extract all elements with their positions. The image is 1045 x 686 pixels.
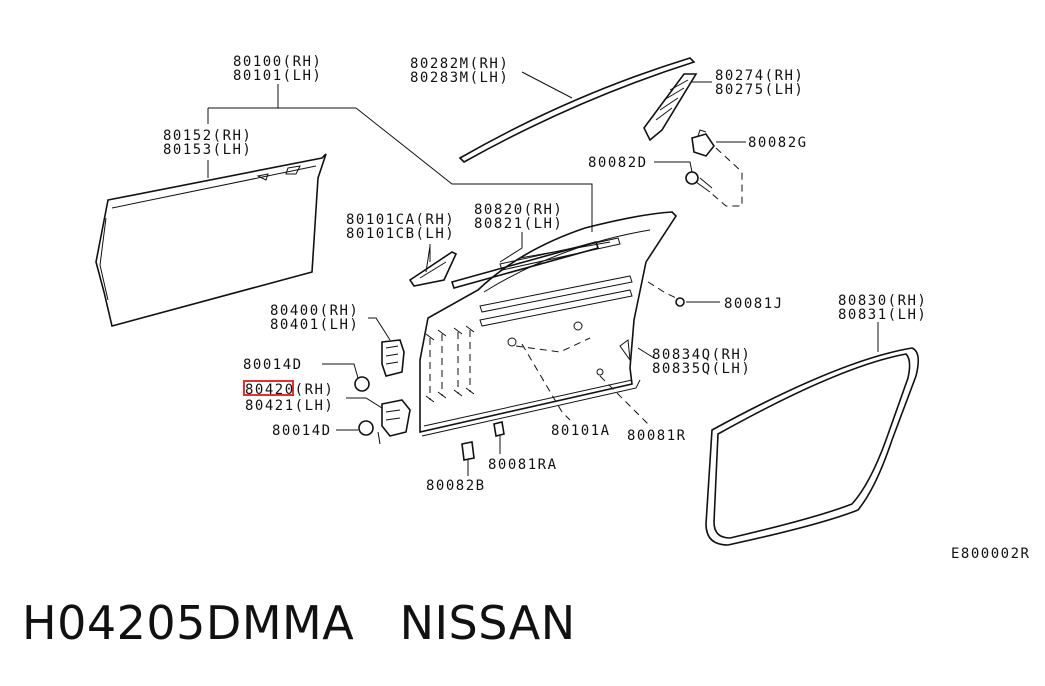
label-80821: 80821(LH) (474, 216, 563, 232)
label-80101: 80101(LH) (233, 68, 322, 84)
plug-80082b (461, 441, 475, 461)
door-weatherstrip (705, 347, 920, 546)
label-80820: 80820(RH) (474, 202, 563, 218)
label-80830: 80830(RH) (838, 293, 927, 309)
hinge-lower (358, 399, 411, 445)
diagram-code: E800002R (951, 546, 1030, 562)
label-80081j: 80081J (724, 296, 784, 312)
label-80831: 80831(LH) (838, 307, 927, 323)
label-80082d: 80082D (588, 155, 648, 171)
label-80152: 80152(RH) (163, 128, 252, 144)
label-80834q: 80834Q(RH) (652, 347, 751, 363)
leader-lines (207, 71, 879, 476)
part-number: H04205DMMA (22, 596, 355, 650)
label-80014d-top: 80014D (243, 357, 303, 373)
brand-name: NISSAN (399, 596, 576, 650)
label-80420: 80420(RH) (245, 382, 334, 398)
label-80101cb: 80101CB(LH) (346, 226, 455, 242)
door-parts-diagram: 80100(RH) 80101(LH) 80152(RH) 80153(LH) … (95, 54, 1030, 562)
label-80275: 80275(LH) (715, 82, 804, 98)
label-80082b: 80082B (426, 478, 486, 494)
caption: H04205DMMA NISSAN (22, 596, 576, 650)
label-80401: 80401(LH) (270, 317, 359, 333)
label-80100: 80100(RH) (233, 54, 322, 70)
grommet-80081j (675, 297, 685, 307)
label-80421: 80421(LH) (245, 398, 334, 414)
corner-finisher (643, 73, 698, 142)
door-outer-panel (95, 153, 327, 327)
plug-80081ra (493, 421, 505, 437)
label-80153: 80153(LH) (163, 142, 252, 158)
highlight-80420 (243, 380, 294, 396)
hinge-upper (354, 339, 405, 392)
label-80400: 80400(RH) (270, 303, 359, 319)
label-80014d-bottom: 80014D (272, 423, 332, 439)
label-80835q: 80835Q(LH) (652, 361, 751, 377)
clip-80082d (685, 171, 713, 193)
clip-80082g (691, 129, 715, 157)
window-moulding (458, 57, 696, 163)
label-80081ra: 80081RA (488, 457, 558, 473)
label-80081r: 80081R (627, 428, 687, 444)
label-80282m: 80282M(RH) (410, 56, 509, 72)
door-inner-panel (419, 211, 678, 437)
label-80274: 80274(RH) (715, 68, 804, 84)
belt-moulding (450, 241, 600, 289)
label-80082g: 80082G (748, 135, 808, 151)
part-labels: 80100(RH) 80101(LH) 80152(RH) 80153(LH) … (163, 54, 1030, 562)
label-80101a: 80101A (551, 423, 611, 439)
triangle-garnish (408, 251, 458, 287)
label-80283m: 80283M(LH) (410, 70, 509, 86)
label-80101ca: 80101CA(RH) (346, 212, 455, 228)
